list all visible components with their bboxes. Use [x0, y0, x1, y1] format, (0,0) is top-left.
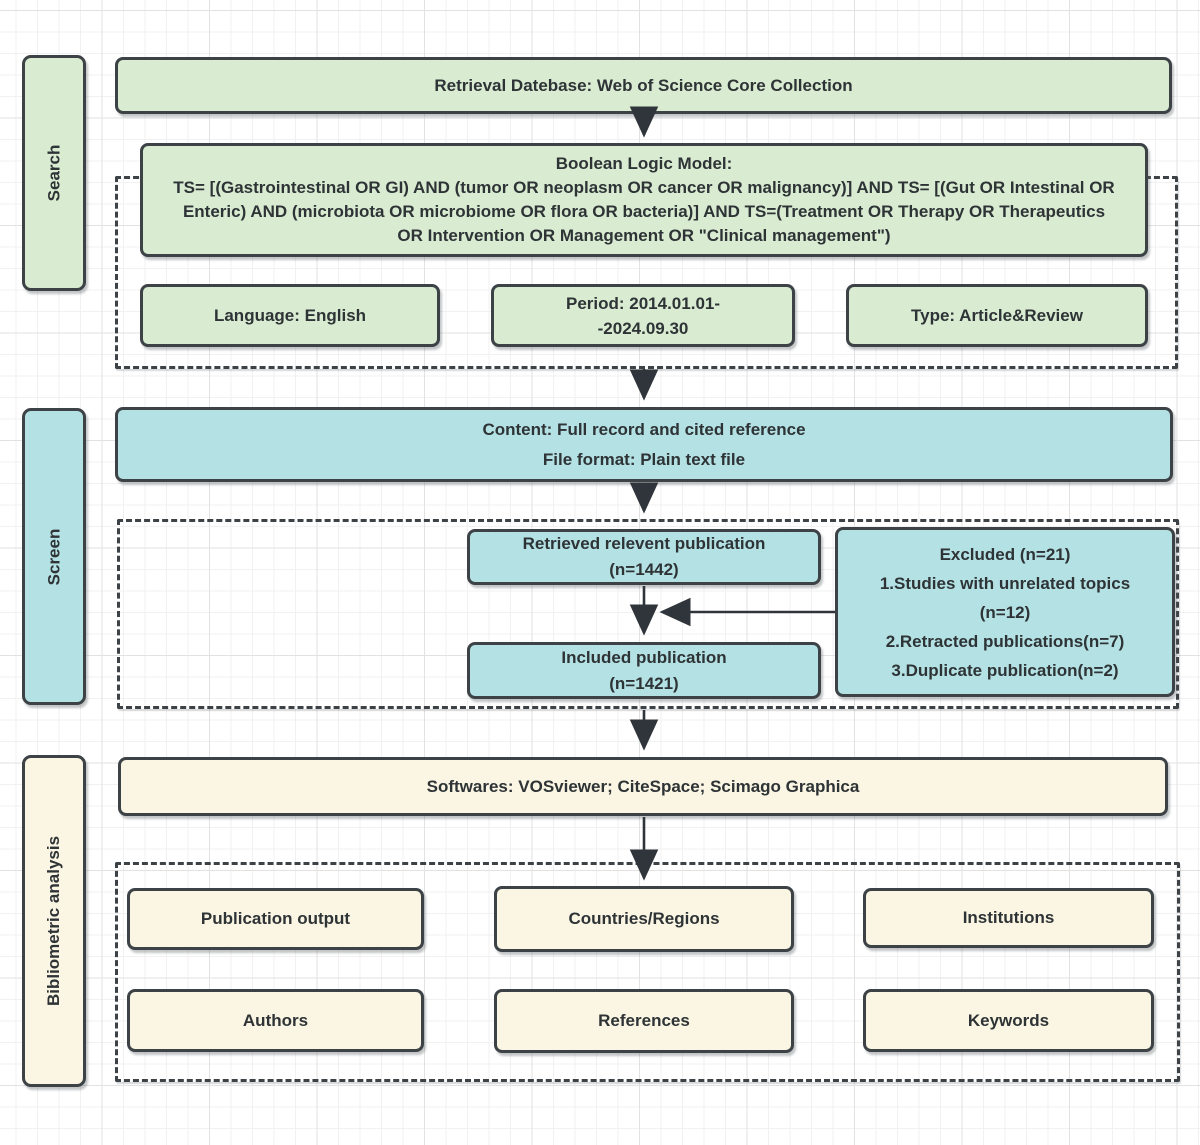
period-box: Period: 2014.01.01- -2024.09.30 — [491, 284, 795, 347]
included-publication-box: Included publication (n=1421) — [467, 642, 821, 699]
retrieval-database-box: Retrieval Datebase: Web of Science Core … — [115, 57, 1172, 114]
stage-label-bibliometric: Bibliometric analysis — [22, 755, 86, 1087]
module-box-institutions: Institutions — [863, 888, 1154, 948]
content-format-box: Content: Full record and cited reference… — [115, 407, 1173, 482]
language-box: Language: English — [140, 284, 440, 347]
type-box: Type: Article&Review — [846, 284, 1148, 347]
module-box-keywords: Keywords — [863, 989, 1154, 1052]
retrieved-publication-box: Retrieved relevent publication (n=1442) — [467, 529, 821, 585]
module-box-publication-output: Publication output — [127, 888, 424, 950]
module-box-references: References — [494, 989, 794, 1053]
boolean-logic-box: Boolean Logic Model: TS= [(Gastrointesti… — [140, 143, 1148, 257]
stage-label-screen: Screen — [22, 408, 86, 705]
stage-label-search-text: Search — [43, 144, 63, 202]
stage-label-screen-text: Screen — [43, 528, 63, 585]
softwares-box: Softwares: VOSviewer; CiteSpace; Scimago… — [118, 757, 1168, 816]
module-box-countries-regions: Countries/Regions — [494, 886, 794, 952]
stage-label-bibliometric-text: Bibliometric analysis — [44, 835, 64, 1007]
excluded-box: Excluded (n=21) 1.Studies with unrelated… — [835, 527, 1175, 697]
stage-label-search: Search — [22, 55, 86, 291]
screening-group — [117, 519, 1179, 709]
module-box-authors: Authors — [127, 989, 424, 1052]
